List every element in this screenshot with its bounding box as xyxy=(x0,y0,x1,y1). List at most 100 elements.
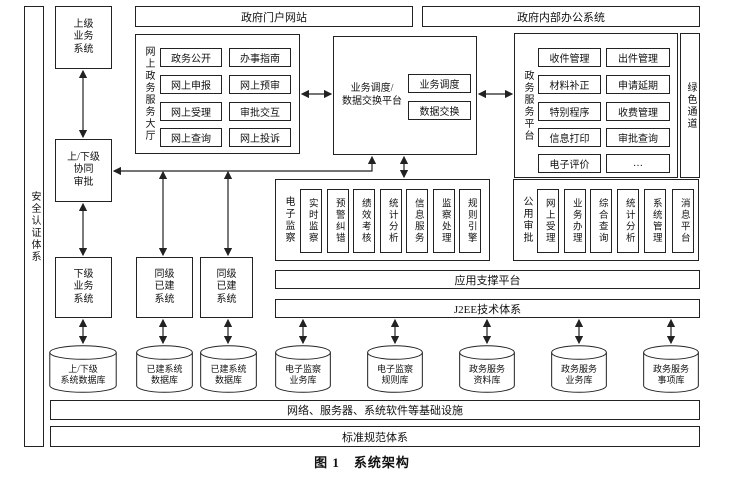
platform-item-label: … xyxy=(633,158,643,169)
approval-item-label: 网上受理 xyxy=(543,198,554,244)
database-cylinder: 电子监察 规则库 xyxy=(367,345,423,393)
monitor-item-box: 监察处理 xyxy=(433,189,455,253)
database-label: 政务服务 业务库 xyxy=(560,363,597,385)
gov-internal-office-label: 政府内部办公系统 xyxy=(517,11,605,24)
data-exchange-platform-label: 业务调度/ 数据交换平台 xyxy=(336,37,408,154)
standards-bar: 标准规范体系 xyxy=(50,426,700,447)
exchange-item-label: 数据交换 xyxy=(419,107,460,118)
monitor-item-box: 规则引擎 xyxy=(459,189,481,253)
gov-service-platform-label: 政务服务平台 xyxy=(522,69,533,142)
j2ee-bar: J2EE技术体系 xyxy=(275,299,700,318)
hall-item-label: 网上投诉 xyxy=(240,134,280,145)
collaborative-approval-label: 上/下级 协同 审批 xyxy=(67,151,100,188)
monitor-item-box: 信息服务 xyxy=(406,189,428,253)
platform-item-label: 收费管理 xyxy=(618,108,658,119)
database-label: 政务服务 资料库 xyxy=(468,363,505,385)
database-label: 上/下级 系统数据库 xyxy=(60,363,106,385)
platform-item-box: 收件管理 xyxy=(538,48,601,67)
platform-item-label: 材料补正 xyxy=(549,81,590,92)
green-channel-label: 绿色通道 xyxy=(685,81,696,130)
monitor-item-box: 统计分析 xyxy=(380,189,402,253)
hall-item-box: 网上预审 xyxy=(229,75,291,94)
approval-item-box: 系统管理 xyxy=(644,189,666,253)
platform-item-box: 收费管理 xyxy=(606,102,670,121)
superior-business-system-box: 上级 业务 系统 xyxy=(55,6,112,69)
approval-item-label: 业务办理 xyxy=(570,198,581,244)
platform-item-label: 申请延期 xyxy=(618,81,658,92)
online-service-hall-label: 网上政务服务大厅 xyxy=(143,46,154,142)
monitor-item-box: 预警纠错 xyxy=(327,189,349,253)
subordinate-business-system-label: 下级 业务 系统 xyxy=(73,268,94,305)
hall-item-label: 办事指南 xyxy=(240,54,280,65)
exchange-item-label: 业务调度 xyxy=(419,80,460,91)
cylinder-icon xyxy=(275,345,331,393)
database-cylinder: 已建系统 数据库 xyxy=(200,345,257,393)
hall-item-box: 网上受理 xyxy=(160,102,222,121)
gov-service-platform-box: 政务服务平台 收件管理 出件管理 材料补正 申请延期 特别程序 收费管理 信息打… xyxy=(514,33,678,178)
platform-item-label: 信息打印 xyxy=(549,134,590,145)
hall-item-label: 审批交互 xyxy=(240,108,280,119)
peer-existing-system-label-1: 同级 已建 系统 xyxy=(154,268,175,305)
e-monitor-box: 电子监察 实时监察 预警纠错 绩效考核 统计分析 信息服务 监察处理 规则引擎 xyxy=(275,179,490,261)
hall-item-box: 网上投诉 xyxy=(229,128,291,147)
security-certification-bar: 安全认证体系 xyxy=(24,6,44,447)
monitor-item-label: 监察处理 xyxy=(439,198,450,244)
hall-item-label: 网上查询 xyxy=(171,134,211,145)
platform-item-box: 电子评价 xyxy=(538,154,601,173)
cylinder-icon xyxy=(367,345,423,393)
hall-item-box: 网上查询 xyxy=(160,128,222,147)
database-label: 政务服务 事项库 xyxy=(652,363,689,385)
gov-portal-bar: 政府门户网站 xyxy=(135,6,413,27)
platform-item-box: 特别程序 xyxy=(538,102,601,121)
approval-item-label: 消息平台 xyxy=(678,198,689,244)
peer-existing-system-box-1: 同级 已建 系统 xyxy=(136,257,193,318)
approval-item-box: 统计分析 xyxy=(617,189,639,253)
peer-existing-system-label-2: 同级 已建 系统 xyxy=(216,268,237,305)
monitor-item-box: 实时监察 xyxy=(300,189,322,253)
hall-item-label: 网上受理 xyxy=(171,108,211,119)
approval-item-box: 网上受理 xyxy=(537,189,559,253)
hall-item-box: 网上申报 xyxy=(160,75,222,94)
platform-item-box: … xyxy=(606,154,670,173)
hall-item-box: 办事指南 xyxy=(229,48,291,67)
approval-item-label: 统计分析 xyxy=(623,198,634,244)
platform-item-box: 审批查询 xyxy=(606,128,670,147)
data-exchange-platform-text: 业务调度/ 数据交换平台 xyxy=(342,83,402,107)
database-label: 电子监察 规则库 xyxy=(376,363,413,385)
collaborative-approval-box: 上/下级 协同 审批 xyxy=(55,139,112,202)
exchange-item-box: 业务调度 xyxy=(408,74,471,93)
cylinder-icon xyxy=(49,345,117,393)
platform-item-label: 审批查询 xyxy=(618,134,658,145)
j2ee-label: J2EE技术体系 xyxy=(453,303,522,316)
application-support-bar: 应用支撑平台 xyxy=(275,270,700,289)
approval-item-label: 系统管理 xyxy=(650,198,661,244)
approval-item-box: 业务办理 xyxy=(564,189,586,253)
monitor-item-box: 绩效考核 xyxy=(353,189,375,253)
platform-item-box: 材料补正 xyxy=(538,75,601,94)
green-channel-bar: 绿色通道 xyxy=(680,33,700,178)
exchange-item-box: 数据交换 xyxy=(408,101,471,120)
cylinder-icon xyxy=(551,345,607,393)
platform-item-box: 出件管理 xyxy=(606,48,670,67)
infrastructure-bar: 网络、服务器、系统软件等基础设施 xyxy=(50,400,700,420)
hall-item-box: 审批交互 xyxy=(229,102,291,121)
monitor-item-label: 预警纠错 xyxy=(333,198,344,244)
hall-item-label: 网上预审 xyxy=(240,81,280,92)
application-support-label: 应用支撑平台 xyxy=(454,274,521,287)
data-exchange-platform-box: 业务调度/ 数据交换平台 业务调度 数据交换 xyxy=(333,36,477,155)
hall-item-label: 网上申报 xyxy=(171,81,211,92)
platform-item-box: 信息打印 xyxy=(538,128,601,147)
database-cylinder: 政务服务 业务库 xyxy=(551,345,607,393)
figure-caption: 图 1 系统架构 xyxy=(314,455,410,470)
cylinder-icon xyxy=(136,345,193,393)
online-service-hall-box: 网上政务服务大厅 政务公开 办事指南 网上申报 网上预审 网上受理 审批交互 网… xyxy=(135,34,300,154)
standards-label: 标准规范体系 xyxy=(342,431,408,444)
database-label: 已建系统 数据库 xyxy=(210,363,247,385)
cylinder-icon xyxy=(643,345,699,393)
monitor-item-label: 实时监察 xyxy=(306,198,317,244)
approval-item-box: 消息平台 xyxy=(672,189,694,253)
database-cylinder: 政务服务 事项库 xyxy=(643,345,699,393)
platform-item-label: 特别程序 xyxy=(549,108,590,119)
database-cylinder: 已建系统 数据库 xyxy=(136,345,193,393)
